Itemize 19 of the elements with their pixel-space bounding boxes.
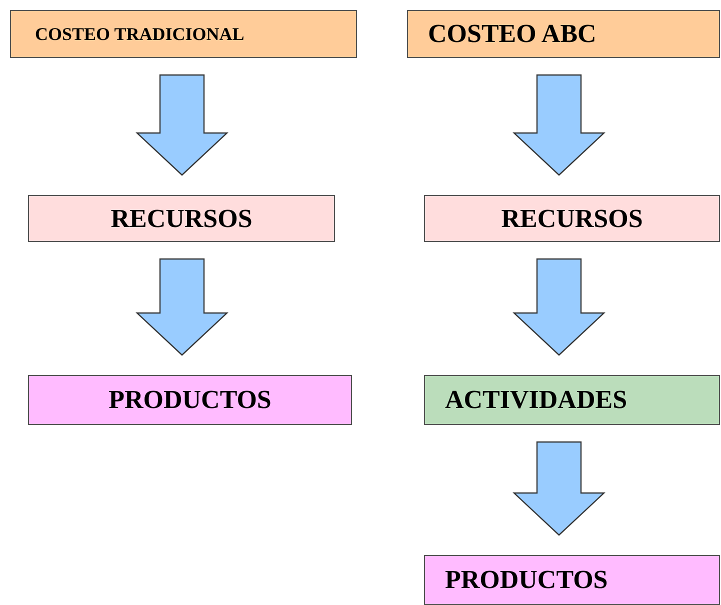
box-label: PRODUCTOS [108, 385, 272, 415]
box-label: ACTIVIDADES [445, 385, 628, 415]
process-box [407, 10, 720, 58]
box-label: COSTEO TRADICIONAL [35, 24, 244, 44]
process-box [424, 555, 720, 605]
block-arrow [512, 441, 606, 536]
process-box [28, 375, 352, 425]
box-label: RECURSOS [501, 204, 643, 234]
block-arrow [135, 74, 229, 176]
process-box [28, 195, 335, 242]
process-box [424, 375, 720, 425]
block-arrow [512, 258, 606, 356]
process-box [10, 10, 357, 58]
box-label: PRODUCTOS [445, 565, 608, 595]
box-label: COSTEO ABC [428, 19, 596, 49]
process-box [424, 195, 720, 242]
block-arrow [135, 258, 229, 356]
box-label: RECURSOS [110, 204, 252, 234]
block-arrow [512, 74, 606, 176]
